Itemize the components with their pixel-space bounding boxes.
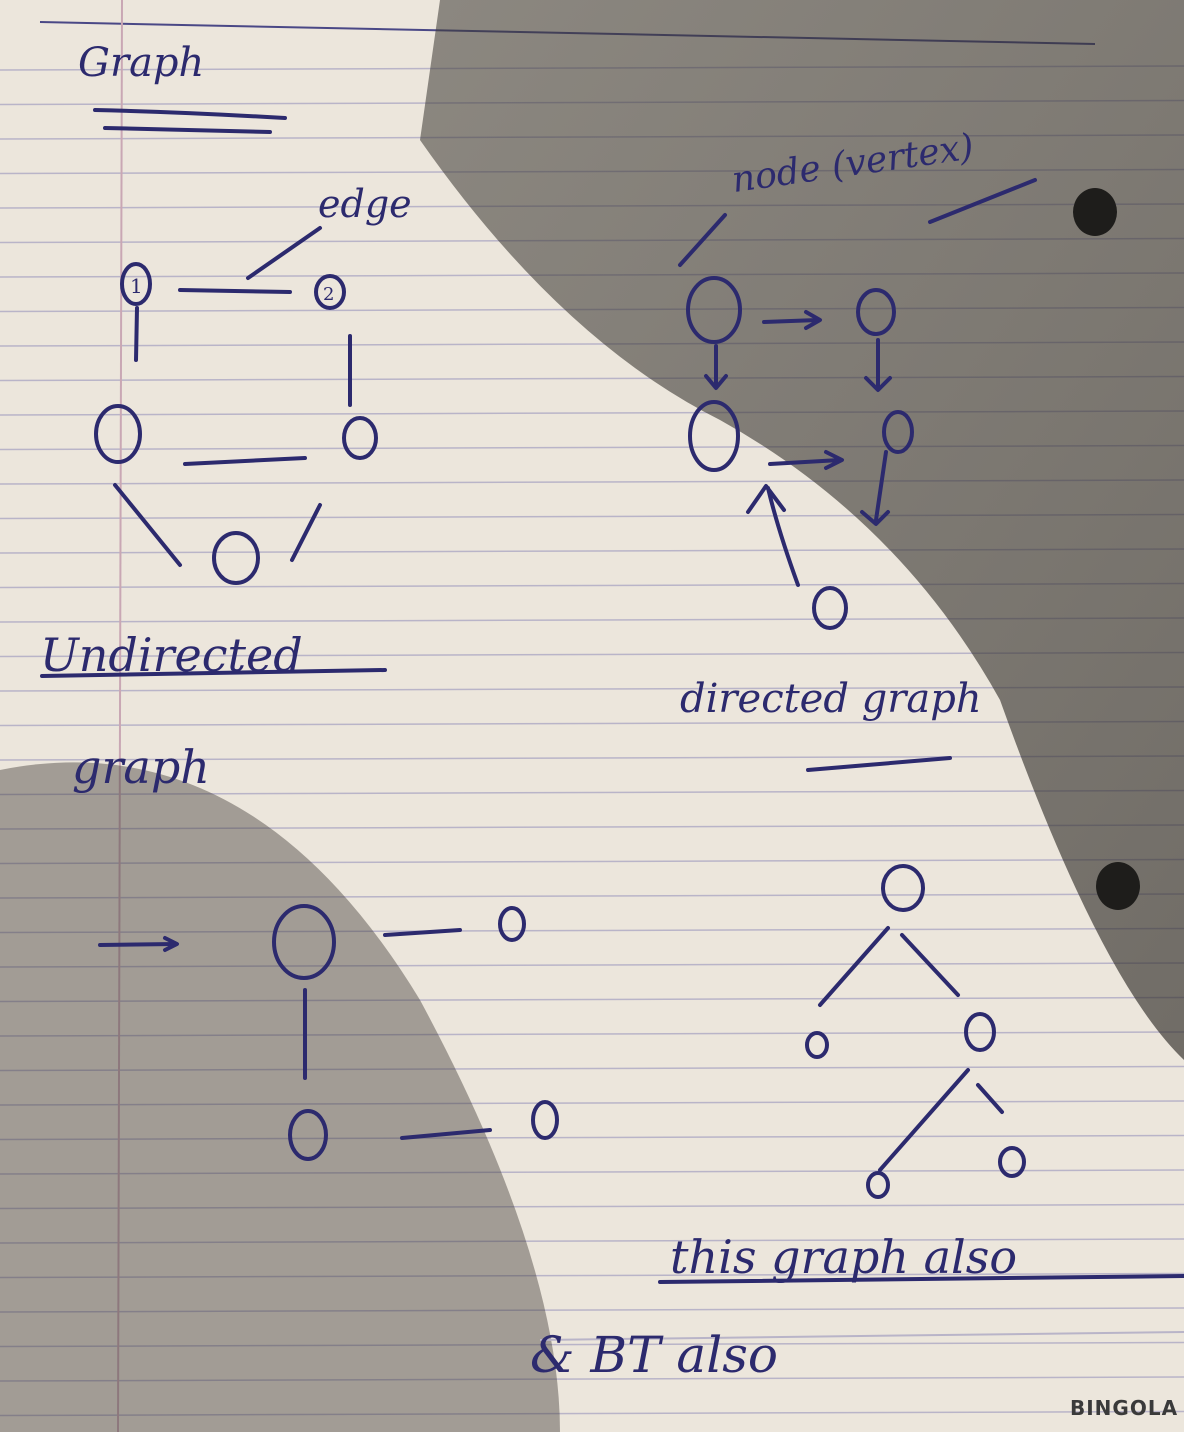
punch-hole-bottom — [1096, 862, 1140, 910]
directed-edge — [762, 310, 822, 330]
graph-edge — [183, 456, 307, 466]
node-label-1: 1 — [130, 274, 143, 298]
binary-tree — [805, 864, 1026, 1199]
ruled-line — [0, 1065, 1184, 1072]
title-underline — [93, 108, 287, 134]
ruled-line — [0, 1410, 1184, 1417]
sample-graph — [98, 904, 559, 1161]
undirected-label-line1: Undirected — [40, 628, 303, 682]
ruled-line — [0, 1169, 1184, 1175]
bottom-rule — [539, 1331, 1184, 1341]
label-underline — [806, 756, 952, 772]
graph-node — [342, 416, 378, 460]
graph-edge — [134, 306, 139, 362]
ruled-line — [0, 858, 1184, 865]
punch-hole-top — [1073, 188, 1117, 236]
node-pointer — [678, 213, 727, 267]
ruled-line — [0, 1134, 1184, 1141]
ruled-line — [0, 789, 1184, 796]
ruled-line — [0, 755, 1184, 761]
graph-node — [686, 276, 742, 344]
graph-node — [288, 1109, 328, 1161]
graph-node — [94, 404, 142, 464]
ruled-line — [0, 824, 1184, 830]
tree-edge — [878, 1068, 970, 1172]
edge-label: edge — [318, 182, 412, 226]
graph-edge — [383, 928, 462, 937]
graph-node — [212, 531, 260, 585]
ruled-line — [0, 1031, 1184, 1037]
ruled-line — [0, 1203, 1184, 1210]
directed-edge — [864, 338, 892, 392]
directed-edge — [860, 450, 890, 526]
ruled-line — [0, 962, 1184, 968]
graph-edge — [113, 483, 182, 567]
graph-node — [688, 400, 740, 472]
ruled-line — [0, 720, 1184, 727]
brand-watermark: BINGOLA — [1070, 1396, 1179, 1420]
graph-node — [531, 1100, 559, 1140]
graph-node — [856, 288, 896, 336]
ruled-line — [0, 893, 1184, 899]
note-strike — [658, 1274, 1184, 1284]
ruled-line — [0, 1272, 1184, 1279]
tree-edge — [900, 933, 960, 997]
graph-node — [882, 410, 914, 454]
shadow-band-bottom — [0, 762, 560, 1432]
graph-node — [812, 586, 848, 630]
graph-node — [120, 262, 152, 306]
graph-edge — [400, 1128, 492, 1140]
ruled-line — [0, 1341, 1184, 1348]
directed-edge — [746, 484, 800, 587]
graph-node — [314, 274, 346, 310]
node-label-2: 2 — [323, 284, 334, 305]
directed-graph — [678, 178, 1037, 772]
ruled-line — [0, 996, 1184, 1003]
tree-edge — [818, 926, 890, 1007]
tree-node — [964, 1012, 996, 1052]
ruled-line — [0, 686, 1184, 692]
page-title: Graph — [78, 40, 205, 86]
directed-edge — [768, 450, 844, 470]
undirected-graph: 1 2 — [94, 226, 378, 585]
directed-edge — [704, 344, 728, 390]
graph-node — [498, 906, 526, 942]
tree-edge — [976, 1083, 1004, 1114]
ruled-line — [0, 1307, 1184, 1313]
directed-label: directed graph — [680, 676, 982, 722]
pointer-arrow — [98, 936, 179, 952]
ruled-line — [0, 1376, 1184, 1382]
graph-edge — [178, 288, 292, 294]
tree-note-line2: & BT also — [530, 1326, 778, 1384]
label-strike — [40, 668, 387, 678]
graph-node — [272, 904, 336, 980]
shadow-band-top — [420, 0, 1184, 1060]
edge-pointer — [246, 226, 322, 280]
tree-node — [866, 1171, 890, 1199]
tree-node — [998, 1146, 1026, 1178]
tree-node — [805, 1031, 829, 1059]
margin-line — [117, 0, 123, 1432]
label-underline — [928, 178, 1037, 224]
graph-edge — [290, 503, 322, 562]
ruled-line — [0, 927, 1184, 934]
ruled-line — [0, 1100, 1184, 1106]
tree-node — [881, 864, 925, 912]
ruled-line — [0, 1238, 1184, 1244]
undirected-label-line2: graph — [72, 740, 210, 794]
tree-note-line1: this graph also — [670, 1230, 1018, 1284]
